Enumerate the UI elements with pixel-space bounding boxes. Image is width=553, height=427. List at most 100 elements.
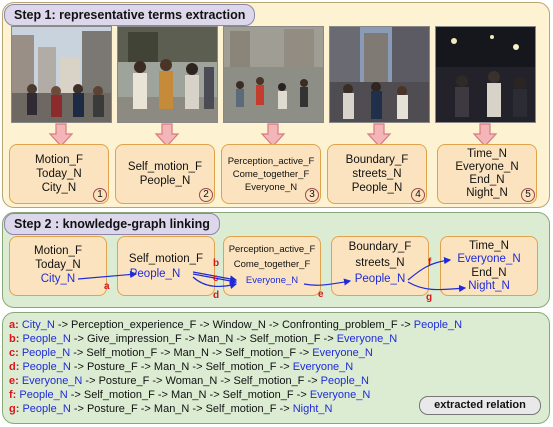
term-box-4: Boundary_F streets_N People_N 4 [327, 144, 427, 204]
legend-badge: extracted relation [419, 396, 541, 415]
relation-letter: f: [9, 389, 17, 401]
relation-letter: e: [9, 375, 19, 387]
kg-term: Come_together_F [233, 259, 311, 270]
edge-label-b: b [213, 258, 219, 269]
term: Night_N [466, 187, 508, 199]
edge-label-g: g [426, 292, 432, 303]
edge-label-d: d [213, 290, 219, 301]
relation-line: g: People_N -> Posture_F -> Man_N -> Sel… [9, 402, 332, 416]
kg-box-5: Time_N Everyone_N End_N Night_N [440, 236, 538, 296]
kg-term: Self_motion_F [128, 253, 204, 265]
relation-path: -> Give_impression_F -> Man_N -> Self_mo… [70, 333, 337, 345]
kg-term: Perception_active_F [228, 244, 316, 255]
relation-letter: a: [9, 319, 19, 331]
box-number: 5 [521, 188, 535, 202]
relation-path: -> Self_motion_F -> Man_N -> Self_motion… [67, 389, 310, 401]
down-arrow-icon [260, 123, 286, 147]
edge-b [192, 271, 238, 283]
relation-path: -> Posture_F -> Man_N -> Self_motion_F -… [70, 403, 293, 415]
relation-path: -> Self_motion_F -> Man_N -> Self_motion… [70, 347, 313, 359]
box-number: 3 [305, 188, 319, 202]
kg-term: Today_N [35, 259, 81, 271]
edge-f [407, 257, 452, 281]
edge-e [303, 278, 352, 286]
down-arrow-icon [366, 123, 392, 147]
term: People_N [351, 182, 403, 194]
relation-letter: d: [9, 361, 20, 373]
kg-term-linked: People_N [129, 268, 181, 280]
edge-c [192, 273, 238, 285]
kg-box-2: Self_motion_F People_N [117, 236, 215, 296]
relation-start: People_N [19, 403, 71, 415]
kg-term-linked: City_N [40, 273, 76, 285]
step1-title: Step 1: representative terms extraction [4, 4, 256, 26]
box-number: 2 [199, 188, 213, 202]
kg-term-linked: People_N [354, 273, 406, 285]
relation-line: b: People_N -> Give_impression_F -> Man_… [9, 332, 397, 346]
term-box-2: Self_motion_F People_N 2 [115, 144, 215, 204]
down-arrow-icon [48, 123, 74, 147]
relation-path: -> Posture_F -> Woman_N -> Self_motion_F… [82, 375, 321, 387]
term-box-3: Perception_active_F Come_together_F Ever… [221, 144, 321, 204]
relation-end: Night_N [292, 403, 333, 415]
edge-label-f: f [428, 257, 432, 268]
term: Today_N [36, 168, 82, 180]
relation-line: d: People_N -> Posture_F -> Man_N -> Sel… [9, 360, 353, 374]
relation-letter: c: [9, 347, 19, 359]
step2-title: Step 2 : knowledge-graph linking [4, 213, 220, 235]
edge-g [407, 281, 467, 293]
term: Perception_active_F [227, 155, 315, 167]
relation-line: c: People_N -> Self_motion_F -> Man_N ->… [9, 346, 373, 360]
kg-term: End_N [471, 267, 507, 279]
relation-start: Everyone_N [18, 375, 83, 387]
kg-term: Motion_F [34, 245, 82, 257]
edge-a [77, 270, 138, 280]
relation-letter: b: [9, 333, 20, 345]
term: Come_together_F [232, 168, 310, 180]
term: streets_N [352, 168, 402, 180]
term: Boundary_F [345, 154, 409, 166]
term: Everyone_N [455, 161, 519, 173]
relation-start: People_N [19, 361, 71, 373]
term: Motion_F [35, 154, 83, 166]
relation-line: e: Everyone_N -> Posture_F -> Woman_N ->… [9, 374, 369, 388]
relation-start: People_N [18, 347, 71, 359]
down-arrow-icon [472, 123, 498, 147]
kg-term-linked: Everyone_N [245, 275, 299, 286]
relation-end: People_N [413, 319, 463, 331]
relation-start: People_N [16, 389, 68, 401]
relation-path: -> Perception_experience_F -> Window_N -… [54, 319, 414, 331]
term: Self_motion_F [127, 161, 203, 173]
box-number: 4 [411, 188, 425, 202]
relation-end: Everyone_N [312, 347, 373, 359]
photo-1-street-crowd [11, 26, 112, 123]
down-arrow-icon [154, 123, 180, 147]
relation-end: Everyone_N [292, 361, 354, 373]
photo-4-dusk-crowd [329, 26, 430, 123]
relation-start: People_N [19, 333, 71, 345]
relation-letter: g: [9, 403, 20, 415]
term: Everyone_N [244, 181, 298, 193]
photo-3-plaza-gathering [223, 26, 324, 123]
edge-d [192, 276, 238, 289]
term-box-5: Time_N Everyone_N End_N Night_N 5 [437, 144, 537, 204]
photo-2-street-performers [117, 26, 218, 123]
term: People_N [139, 175, 191, 187]
kg-term: Time_N [469, 240, 509, 252]
edge-label-a: a [104, 281, 110, 292]
kg-term: streets_N [355, 257, 405, 269]
relation-start: City_N [18, 319, 55, 331]
box-number: 1 [93, 188, 107, 202]
relation-line: f: People_N -> Self_motion_F -> Man_N ->… [9, 388, 370, 402]
term: City_N [41, 182, 77, 194]
kg-box-1: Motion_F Today_N City_N [9, 236, 107, 296]
edge-label-e: e [318, 289, 324, 300]
photo-5-night-crowd [435, 26, 536, 123]
relation-path: -> Posture_F -> Man_N -> Self_motion_F -… [70, 361, 293, 373]
relation-end: Everyone_N [309, 389, 371, 401]
kg-term-linked: Night_N [468, 280, 510, 292]
relation-line: a: City_N -> Perception_experience_F -> … [9, 318, 462, 332]
relation-end: People_N [320, 375, 369, 387]
relation-end: Everyone_N [336, 333, 398, 345]
